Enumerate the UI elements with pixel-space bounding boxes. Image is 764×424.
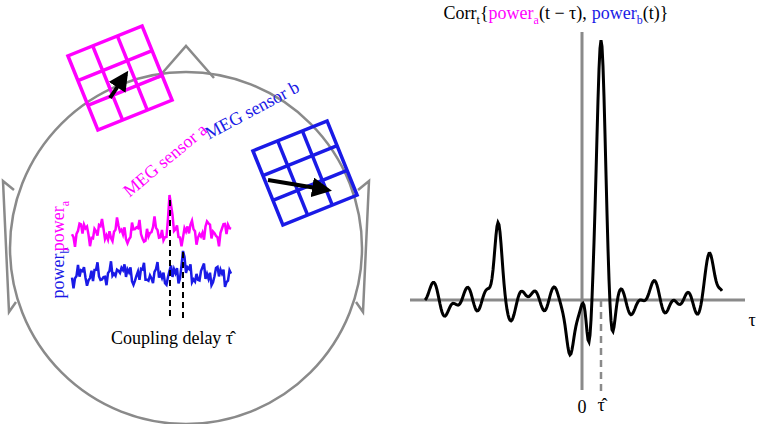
power-trace bbox=[72, 251, 231, 288]
label-part: power bbox=[489, 3, 534, 23]
label-part: power bbox=[48, 206, 68, 251]
power-trace bbox=[72, 195, 231, 247]
sensor-label: MEG sensor a bbox=[120, 120, 210, 200]
sensor-grid bbox=[68, 26, 172, 130]
subscript: b bbox=[637, 13, 643, 27]
plot-title: Corrt{powera(t − τ),powerb(t)} bbox=[444, 4, 669, 26]
label-part: Corr bbox=[444, 3, 477, 23]
field-arrow bbox=[110, 74, 126, 98]
right-ear bbox=[356, 181, 369, 312]
label-part: { bbox=[480, 3, 489, 23]
axis-label: τ bbox=[748, 311, 755, 329]
left-ear bbox=[3, 181, 16, 312]
label-part: (t)} bbox=[643, 3, 669, 23]
label-part: (t − τ), bbox=[539, 3, 587, 23]
field-arrow bbox=[268, 180, 328, 190]
subscript: t bbox=[477, 13, 480, 27]
delay-marker bbox=[182, 252, 184, 320]
label-part: power bbox=[592, 3, 637, 23]
sensor-label: MEG sensor b bbox=[202, 78, 302, 143]
head-outline bbox=[10, 72, 362, 424]
delay-label: Coupling delay τ̂ bbox=[111, 329, 233, 347]
axis-label: τ̂ bbox=[597, 396, 604, 414]
trace-label: powerb bbox=[49, 248, 71, 299]
corr-axis bbox=[581, 32, 584, 390]
correlation-curve bbox=[425, 40, 722, 355]
peak-marker bbox=[600, 300, 603, 393]
nose bbox=[158, 46, 214, 78]
label-part: power bbox=[48, 254, 68, 299]
axis-label: 0 bbox=[578, 398, 587, 416]
subscript: a bbox=[58, 201, 72, 206]
subscript: a bbox=[534, 13, 539, 27]
trace-label: powera bbox=[49, 201, 71, 251]
delay-marker bbox=[169, 200, 171, 320]
sensor-grid bbox=[253, 121, 357, 225]
